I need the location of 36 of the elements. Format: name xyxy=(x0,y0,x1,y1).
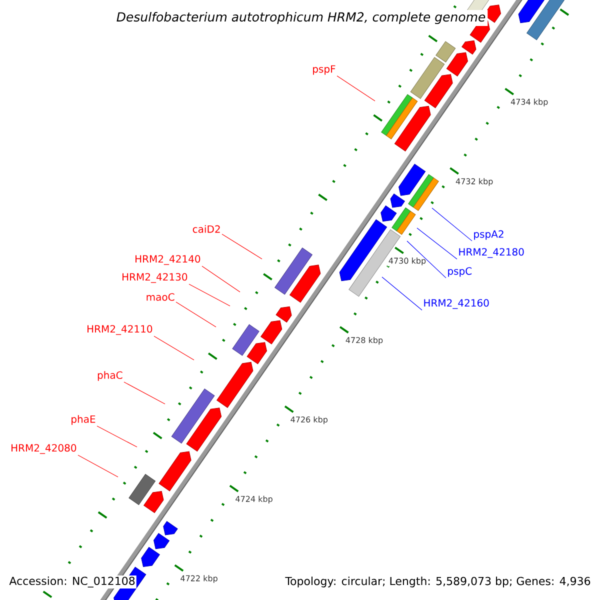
leader-line xyxy=(202,266,240,292)
footer-text: Accession: NC_012108 xyxy=(8,576,136,588)
leader-line xyxy=(416,228,458,260)
gene-label: pspF xyxy=(313,65,336,75)
gene-label: maoC xyxy=(146,293,174,301)
gene-label: pspC xyxy=(448,267,472,277)
gene-label: HRM2_42130 xyxy=(122,273,188,283)
gene-label: HRM2_42180 xyxy=(459,248,524,258)
footer-text: Topology: circular; Length: 5,589,073 bp; Genes: 4,936 xyxy=(284,576,592,588)
leader-line xyxy=(336,76,376,102)
scale-label: 4724 kbp xyxy=(234,494,274,504)
gene-label: caiD2 xyxy=(192,225,220,233)
gene-label: HRM2_42080 xyxy=(12,444,76,454)
gene-label: HRM2_42110 xyxy=(88,325,152,335)
leader-line xyxy=(406,240,446,278)
scale-label: 4728 kbp xyxy=(344,336,384,346)
scale-label: 4734 kbp xyxy=(510,98,550,108)
gene-label: HRM2_42140 xyxy=(136,255,200,265)
scale-label: 4732 kbp xyxy=(454,177,494,187)
leader-line xyxy=(176,302,216,328)
title: Desulfobacterium autotrophicum HRM2, complete genome xyxy=(114,10,488,26)
leader-line xyxy=(78,454,118,478)
gene-label: pspA2 xyxy=(474,230,504,240)
leader-line xyxy=(188,284,230,306)
leader-line xyxy=(96,426,138,448)
leader-line xyxy=(222,234,262,260)
leader-line xyxy=(124,382,166,404)
leader-line xyxy=(382,276,422,310)
scale-label: 4730 kbp xyxy=(387,256,428,266)
gene-label: phaE xyxy=(72,415,96,425)
scale-label: 4722 kbp xyxy=(179,574,219,584)
gene-label: HRM2_42160 xyxy=(424,299,489,309)
gene-label: phaC xyxy=(98,371,122,381)
leader-line xyxy=(432,208,472,242)
scale-label: 4726 kbp xyxy=(289,415,329,426)
leader-line xyxy=(154,336,194,360)
